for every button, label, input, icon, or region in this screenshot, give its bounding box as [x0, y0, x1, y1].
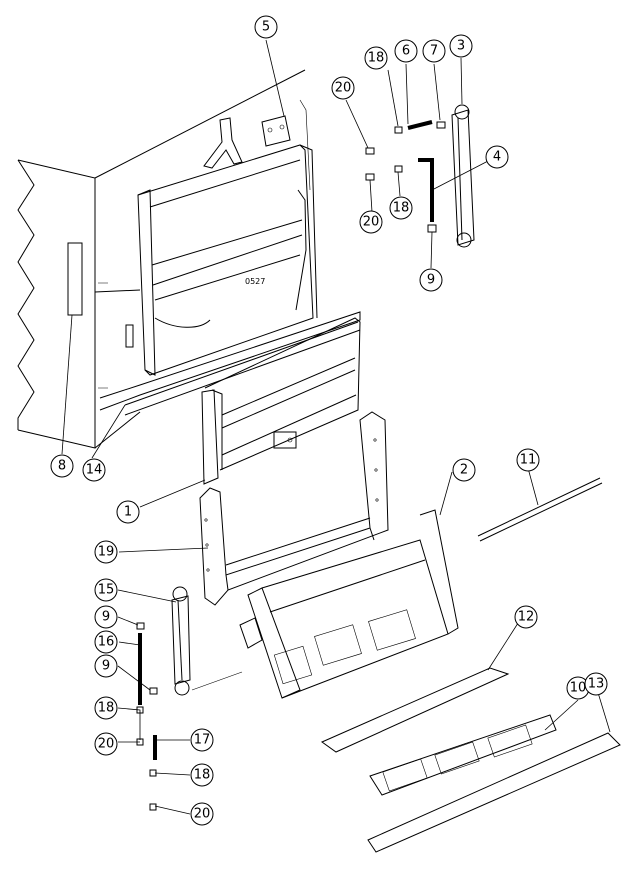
- callout-9-lower-a: 9: [94, 605, 118, 629]
- svg-text:14: 14: [86, 463, 103, 478]
- callout-7: 7: [422, 39, 446, 63]
- svg-text:8: 8: [58, 459, 66, 474]
- callout-5: 5: [254, 15, 278, 39]
- callout-10: 10: [566, 676, 590, 700]
- callout-15: 15: [94, 578, 118, 602]
- svg-text:15: 15: [98, 583, 115, 598]
- svg-text:3: 3: [457, 39, 465, 54]
- callout-2: 2: [452, 458, 476, 482]
- svg-text:2: 2: [460, 463, 468, 478]
- hoses-and-fittings: [136, 120, 446, 811]
- svg-text:18: 18: [98, 701, 115, 716]
- svg-text:10: 10: [570, 681, 587, 696]
- main-frame: [99, 99, 361, 416]
- callout-18-bottom: 18: [190, 763, 214, 787]
- callout-8: 8: [50, 454, 74, 478]
- part-19-u-frame: [199, 411, 389, 606]
- callout-12: 12: [514, 605, 538, 629]
- callout-17: 17: [190, 728, 214, 752]
- svg-text:13: 13: [588, 677, 605, 692]
- callout-14: 14: [82, 458, 106, 482]
- svg-text:18: 18: [393, 201, 410, 216]
- upper-bracket: [203, 115, 291, 169]
- part-11-rod: [477, 477, 603, 542]
- callout-9-lower-b: 9: [94, 654, 118, 678]
- part-2-tray: [239, 509, 459, 699]
- svg-text:20: 20: [363, 215, 380, 230]
- platform-frame: [204, 317, 361, 471]
- svg-text:18: 18: [194, 768, 211, 783]
- callout-16: 16: [94, 630, 118, 654]
- svg-text:11: 11: [520, 453, 537, 468]
- svg-text:20: 20: [335, 81, 352, 96]
- callout-18-mid: 18: [389, 196, 413, 220]
- svg-text:9: 9: [102, 610, 110, 625]
- svg-text:19: 19: [98, 545, 115, 560]
- callout-20-lower: 20: [94, 732, 118, 756]
- callout-11: 11: [516, 448, 540, 472]
- part-15-cylinder: [171, 586, 243, 696]
- svg-text:20: 20: [98, 737, 115, 752]
- callout-9-top: 9: [419, 268, 443, 292]
- svg-text:17: 17: [194, 733, 211, 748]
- part-3-cylinder: [451, 104, 475, 248]
- svg-text:12: 12: [518, 610, 535, 625]
- svg-text:5: 5: [262, 20, 270, 35]
- svg-text:9: 9: [102, 659, 110, 674]
- callout-19: 19: [94, 540, 118, 564]
- part-12-plate: [320, 667, 510, 753]
- part-13-long-plate: [367, 732, 621, 853]
- callout-18-lower: 18: [94, 696, 118, 720]
- callout-20-mid: 20: [359, 210, 383, 234]
- svg-text:20: 20: [194, 807, 211, 822]
- panel-marking: 0527: [245, 277, 265, 286]
- part-10-step: [369, 714, 557, 796]
- callout-13: 13: [584, 672, 608, 696]
- callout-20-top: 20: [331, 76, 355, 100]
- callout-bubbles: 5 18 6 7 3 20 4 18 20 9 8 14 2 11 1 19 1…: [50, 15, 608, 826]
- svg-text:1: 1: [124, 505, 132, 520]
- svg-text:6: 6: [402, 44, 410, 59]
- callout-4: 4: [485, 145, 509, 169]
- svg-text:16: 16: [98, 635, 115, 650]
- callout-18-top: 18: [364, 46, 388, 70]
- svg-text:18: 18: [368, 51, 385, 66]
- leader-lines: [61, 39, 611, 815]
- svg-text:7: 7: [430, 44, 438, 59]
- callout-1: 1: [116, 500, 140, 524]
- part-1-post: [201, 389, 219, 485]
- svg-text:9: 9: [427, 273, 435, 288]
- callout-6: 6: [394, 39, 418, 63]
- vehicle-body: [17, 69, 306, 449]
- callout-20-bottom: 20: [190, 802, 214, 826]
- svg-text:4: 4: [493, 150, 501, 165]
- callout-3: 3: [449, 34, 473, 58]
